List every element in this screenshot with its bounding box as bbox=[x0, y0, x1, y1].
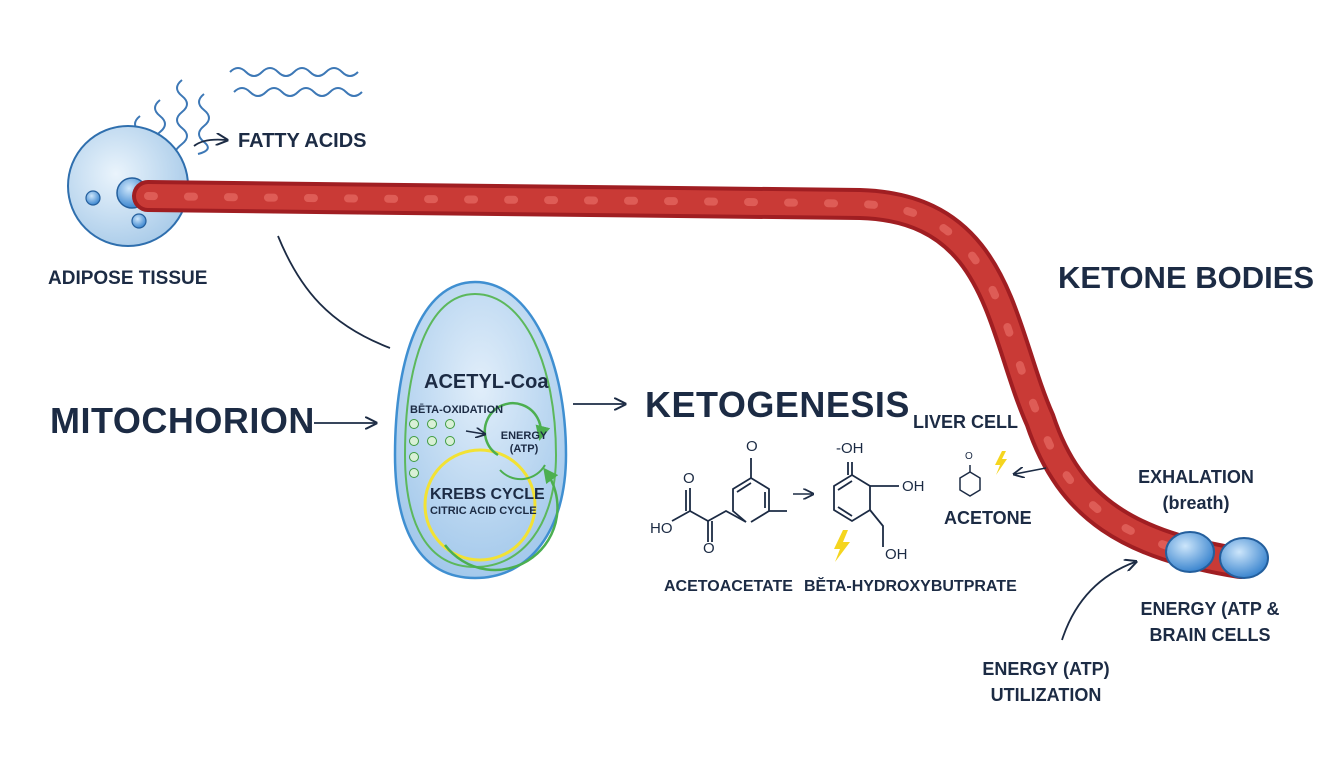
acetone-o: O bbox=[965, 451, 973, 462]
acetyl-coa-label: ACETYL-Coa bbox=[424, 371, 549, 393]
acetoacetate-o-bottom: O bbox=[703, 540, 715, 557]
ketone-to-liver-arrow bbox=[1015, 468, 1047, 474]
bhb-oh-right: OH bbox=[902, 478, 925, 495]
acetoacetate-ho: HO bbox=[650, 520, 673, 537]
acetoacetate-o-top: O bbox=[746, 438, 758, 455]
liver-cell-label: LIVER CELL bbox=[913, 412, 1019, 432]
acetone-structure bbox=[959, 465, 981, 497]
energy-utilization-label: ENERGY (ATP) UTILIZATION bbox=[982, 659, 1110, 705]
bhb-oh-top: -OH bbox=[836, 440, 864, 457]
fatty-acids-label: FATTY ACIDS bbox=[238, 130, 367, 152]
beta-hydroxybutyrate-label: BĔTA-HYDROXYBUTPRATE bbox=[804, 578, 1017, 595]
blood-vessel bbox=[132, 180, 1256, 579]
acetoacetate-structure bbox=[671, 458, 787, 542]
ketone-bodies-label: KETONE BODIES bbox=[1058, 260, 1315, 295]
bhb-oh-bottom: OH bbox=[885, 546, 908, 563]
adipose-tissue-label: ADIPOSE TISSUE bbox=[48, 268, 208, 289]
beta-hydroxybutyrate-structure bbox=[833, 462, 899, 547]
exhalation-label: EXHALATION (breath) bbox=[1138, 467, 1254, 513]
vessel-end-orbs bbox=[1165, 531, 1269, 579]
adipose-to-mito-connector bbox=[277, 235, 391, 349]
krebs-cycle-label: KREBS CYCLE bbox=[430, 486, 545, 503]
citric-acid-cycle-label: CITRIC ACID CYCLE bbox=[430, 505, 537, 517]
acetone-label: ACETONE bbox=[944, 508, 1032, 528]
ketogenesis-label: KETOGENESIS bbox=[645, 384, 910, 425]
mitochondrion bbox=[393, 280, 568, 580]
energy-brain-cells-label: ENERGY (ATP & BRAIN CELLS bbox=[1140, 599, 1280, 645]
acetoacetate-label: ACETOACETATE bbox=[664, 578, 793, 595]
utilization-arrow bbox=[1061, 562, 1135, 641]
lightning-icon bbox=[834, 451, 1007, 562]
mitochondrion-label: MITOCHORION bbox=[50, 400, 315, 441]
beta-oxidation-label: BĒTA-OXIDATION bbox=[410, 404, 504, 416]
energy-atp-inner-label: ENERGY (ATP) bbox=[500, 430, 548, 455]
fatty-acids-arrow bbox=[193, 140, 226, 147]
acetoacetate-o-left: O bbox=[683, 470, 695, 487]
